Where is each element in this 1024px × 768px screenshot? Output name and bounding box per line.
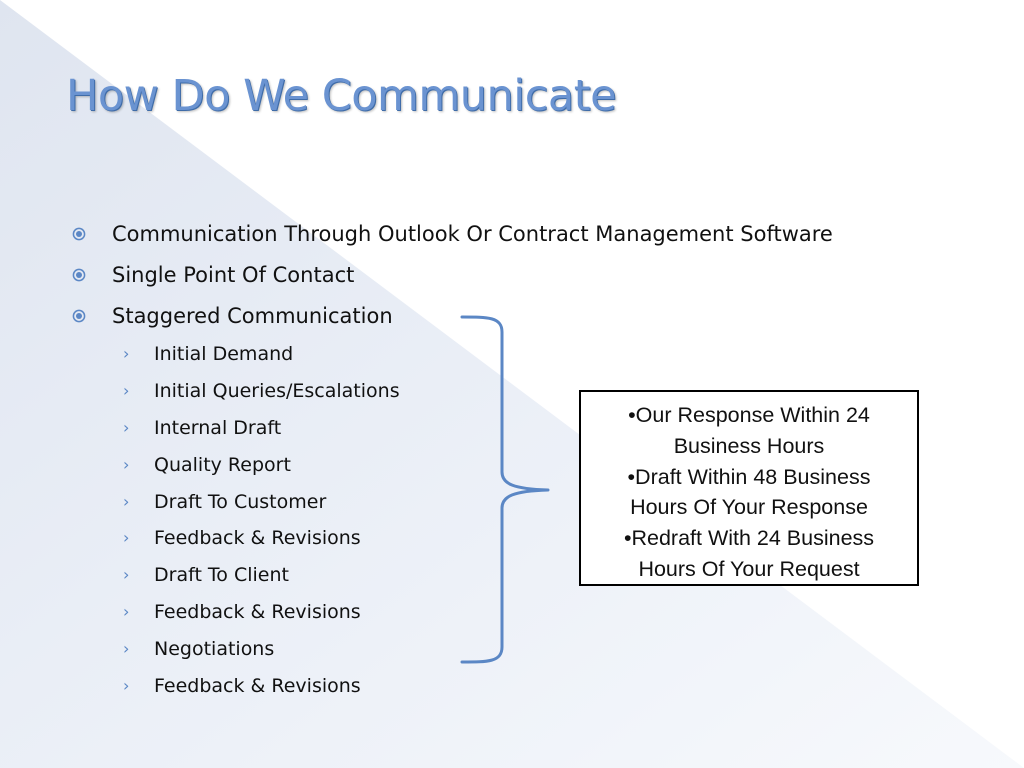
chevron-right-icon: › bbox=[123, 602, 130, 622]
sub-bullet-text: Draft To Customer bbox=[154, 490, 327, 513]
bullet-text: Single Point Of Contact bbox=[112, 263, 355, 287]
bullet-item: Communication Through Outlook Or Contrac… bbox=[70, 214, 833, 255]
sub-bullet-text: Draft To Client bbox=[154, 564, 289, 587]
circled-dot-icon bbox=[72, 268, 86, 282]
sub-bullet-text: Feedback & Revisions bbox=[154, 601, 361, 624]
bullet-item: Single Point Of Contact bbox=[70, 255, 833, 296]
sub-bullet-item: › Feedback & Revisions bbox=[120, 594, 400, 631]
sub-bullet-text: Feedback & Revisions bbox=[154, 675, 361, 698]
sub-bullet-list: › Initial Demand › Initial Queries/Escal… bbox=[120, 336, 400, 705]
bullet-text: Staggered Communication bbox=[112, 304, 393, 328]
circled-dot-icon bbox=[72, 309, 86, 323]
sub-bullet-item: › Internal Draft bbox=[120, 410, 400, 447]
bullet-text: Communication Through Outlook Or Contrac… bbox=[112, 222, 833, 246]
sub-bullet-item: › Feedback & Revisions bbox=[120, 668, 400, 705]
chevron-right-icon: › bbox=[123, 528, 130, 548]
sub-bullet-text: Initial Demand bbox=[154, 343, 294, 365]
callout-line: Business Hours bbox=[673, 433, 825, 458]
callout-line: •Draft Within 48 Business bbox=[627, 464, 871, 489]
chevron-right-icon: › bbox=[123, 491, 130, 511]
chevron-right-icon: › bbox=[123, 676, 130, 696]
chevron-right-icon: › bbox=[123, 417, 130, 437]
sub-bullet-text: Initial Queries/Escalations bbox=[154, 379, 400, 402]
bullet-list: Communication Through Outlook Or Contrac… bbox=[70, 214, 833, 337]
callout-line: •Redraft With 24 Business bbox=[623, 526, 875, 551]
chevron-right-icon: › bbox=[123, 565, 130, 585]
chevron-right-icon: › bbox=[123, 454, 130, 474]
chevron-right-icon: › bbox=[123, 639, 130, 659]
sub-bullet-item: › Feedback & Revisions bbox=[120, 520, 400, 557]
sub-bullet-item: › Draft To Client bbox=[120, 557, 400, 594]
right-curly-brace bbox=[460, 315, 550, 664]
sub-bullet-item: › Draft To Customer bbox=[120, 484, 400, 521]
callout-line: Hours Of Your Request bbox=[638, 556, 860, 581]
slide-title: How Do We Communicate bbox=[66, 71, 617, 121]
circled-dot-icon bbox=[72, 227, 86, 241]
callout-line: •Our Response Within 24 bbox=[628, 403, 870, 427]
sub-bullet-text: Negotiations bbox=[154, 638, 275, 661]
sub-bullet-item: › Initial Demand bbox=[120, 336, 400, 373]
sub-bullet-text: Feedback & Revisions bbox=[154, 527, 361, 550]
sub-bullet-item: › Negotiations bbox=[120, 631, 400, 668]
sub-bullet-item: › Quality Report bbox=[120, 447, 400, 484]
callout-line: Hours Of Your Response bbox=[630, 495, 868, 520]
chevron-right-icon: › bbox=[123, 380, 130, 400]
sub-bullet-item: › Initial Queries/Escalations bbox=[120, 373, 400, 410]
chevron-right-icon: › bbox=[123, 344, 130, 363]
response-time-callout: •Our Response Within 24 Business Hours •… bbox=[579, 390, 919, 586]
sub-bullet-text: Internal Draft bbox=[154, 416, 282, 439]
bullet-item: Staggered Communication bbox=[70, 296, 833, 337]
sub-bullet-text: Quality Report bbox=[154, 453, 291, 476]
